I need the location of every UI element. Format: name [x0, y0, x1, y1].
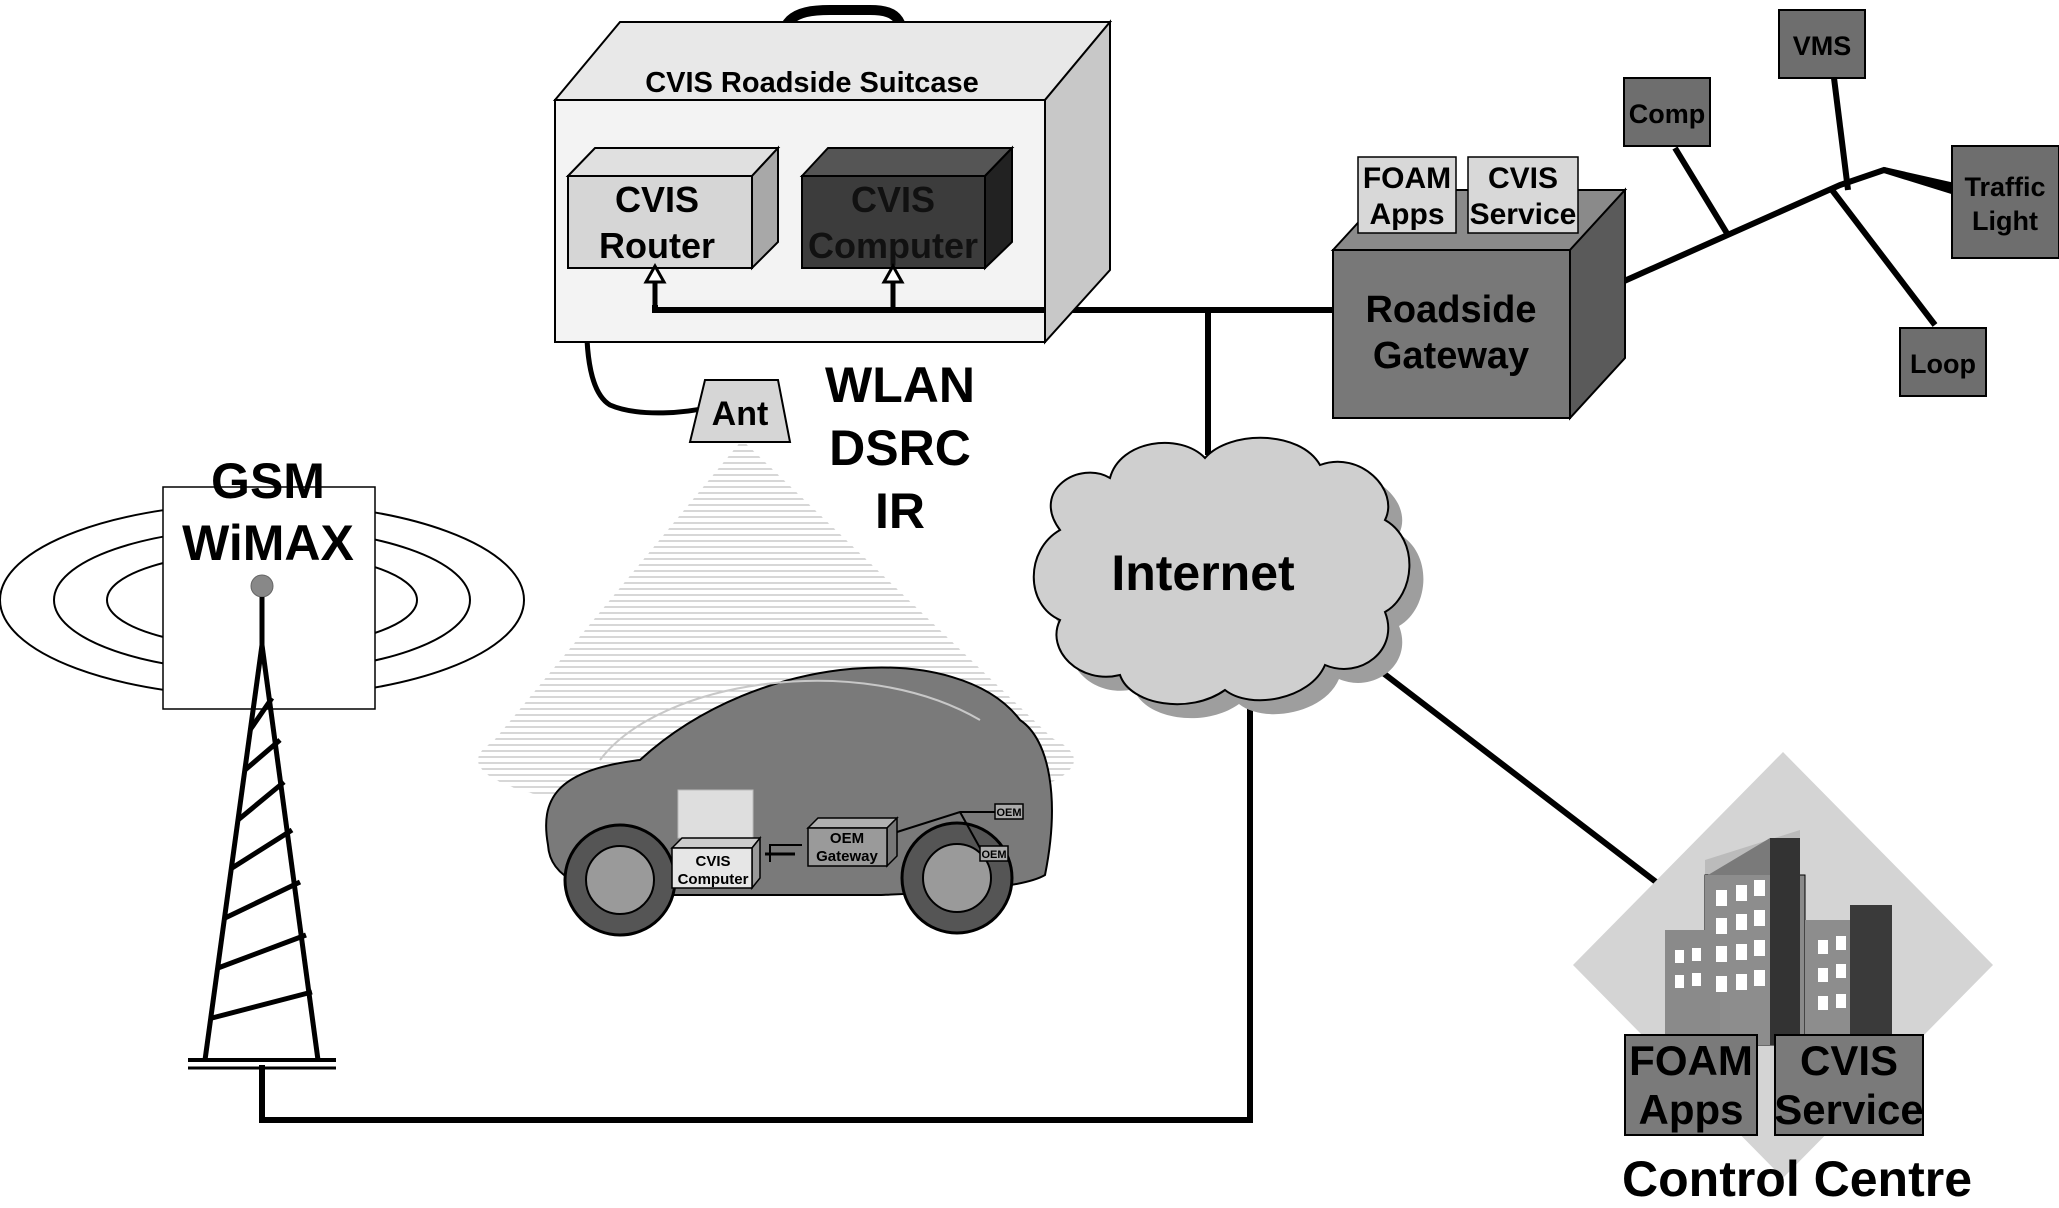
suitcase-title: CVIS Roadside Suitcase: [645, 67, 979, 99]
gsm-label: GSM: [211, 453, 325, 509]
vehicle-computer-line1: CVIS: [695, 853, 730, 870]
control-service-line2: Service: [1774, 1086, 1923, 1133]
traffic-link: [1883, 167, 1956, 195]
comp-label: Comp: [1629, 99, 1706, 129]
oem-gateway: OEM Gateway: [806, 816, 899, 868]
vehicle: CVIS Computer OEM Gateway OEM OEM: [545, 666, 1053, 937]
gateway-label-line1: Roadside: [1365, 289, 1536, 331]
control-foam-line2: Apps: [1639, 1086, 1744, 1133]
gateway-service-line2: Service: [1470, 198, 1577, 231]
internet-cloud: Internet: [1032, 436, 1424, 719]
gateway-label-line2: Gateway: [1373, 335, 1529, 377]
vehicle-computer-line2: Computer: [678, 871, 749, 888]
antenna-label: Ant: [712, 395, 769, 433]
control-centre: FOAM Apps CVIS Service Control Centre: [1573, 752, 1993, 1207]
vehicle-cvis-computer: CVIS Computer: [670, 835, 762, 891]
internet-label: Internet: [1111, 545, 1295, 601]
gateway-foam-line2: Apps: [1370, 198, 1445, 231]
dsrc-label: DSRC: [829, 420, 971, 476]
oem-node-a: OEM: [996, 807, 1021, 819]
vms-link: [1831, 77, 1851, 191]
comp-link: [1672, 146, 1731, 237]
buildings-icon: [1665, 830, 1892, 1050]
internet-control-link: [1338, 637, 1662, 888]
gateway-foam-line1: FOAM: [1363, 162, 1451, 195]
traffic-light-line1: Traffic: [1964, 172, 2045, 202]
network-links: [259, 77, 1956, 1123]
wireless-roadside-label: WLAN DSRC IR: [825, 357, 975, 539]
roadside-gateway: Roadside Gateway FOAM Apps CVIS Service: [1330, 156, 1628, 421]
gateway-cvis-service: CVIS Service: [1467, 156, 1579, 234]
gateway-foam-apps: FOAM Apps: [1357, 156, 1457, 234]
gsm-tower: GSM WiMAX: [0, 453, 525, 1070]
control-foam-apps: FOAM Apps: [1624, 1034, 1758, 1136]
loop-link: [1829, 188, 1938, 327]
oem-gateway-line2: Gateway: [816, 848, 878, 865]
control-cvis-service: CVIS Service: [1774, 1034, 1924, 1136]
tower-internet-link: [259, 705, 1253, 1123]
oem-node-b: OEM: [981, 849, 1006, 861]
ir-label: IR: [875, 483, 925, 539]
router-label-line1: CVIS: [615, 179, 699, 220]
oem-gateway-line1: OEM: [830, 830, 864, 847]
computer-label-line1: CVIS: [851, 179, 935, 220]
gateway-service-line1: CVIS: [1488, 162, 1558, 195]
control-foam-line1: FOAM: [1629, 1037, 1753, 1084]
control-service-line1: CVIS: [1800, 1037, 1898, 1084]
vms-label: VMS: [1793, 31, 1852, 61]
loop-label: Loop: [1910, 349, 1976, 379]
router-label-line2: Router: [599, 225, 715, 266]
computer-label-line2: Computer: [808, 225, 978, 266]
field-devices: Comp VMS Traffic Light Loop: [1623, 9, 2059, 397]
wlan-label: WLAN: [825, 357, 975, 413]
control-centre-label: Control Centre: [1622, 1151, 1972, 1207]
traffic-light-line2: Light: [1972, 206, 2038, 236]
wimax-label: WiMAX: [182, 515, 354, 571]
cvis-computer: CVIS Computer: [799, 145, 1015, 271]
antenna: Ant: [688, 379, 792, 443]
cvis-router: CVIS Router: [565, 145, 781, 271]
roadside-suitcase: CVIS Roadside Suitcase CVIS Router CVIS …: [552, 4, 1113, 345]
gateway-field-bus: [1620, 166, 1955, 285]
